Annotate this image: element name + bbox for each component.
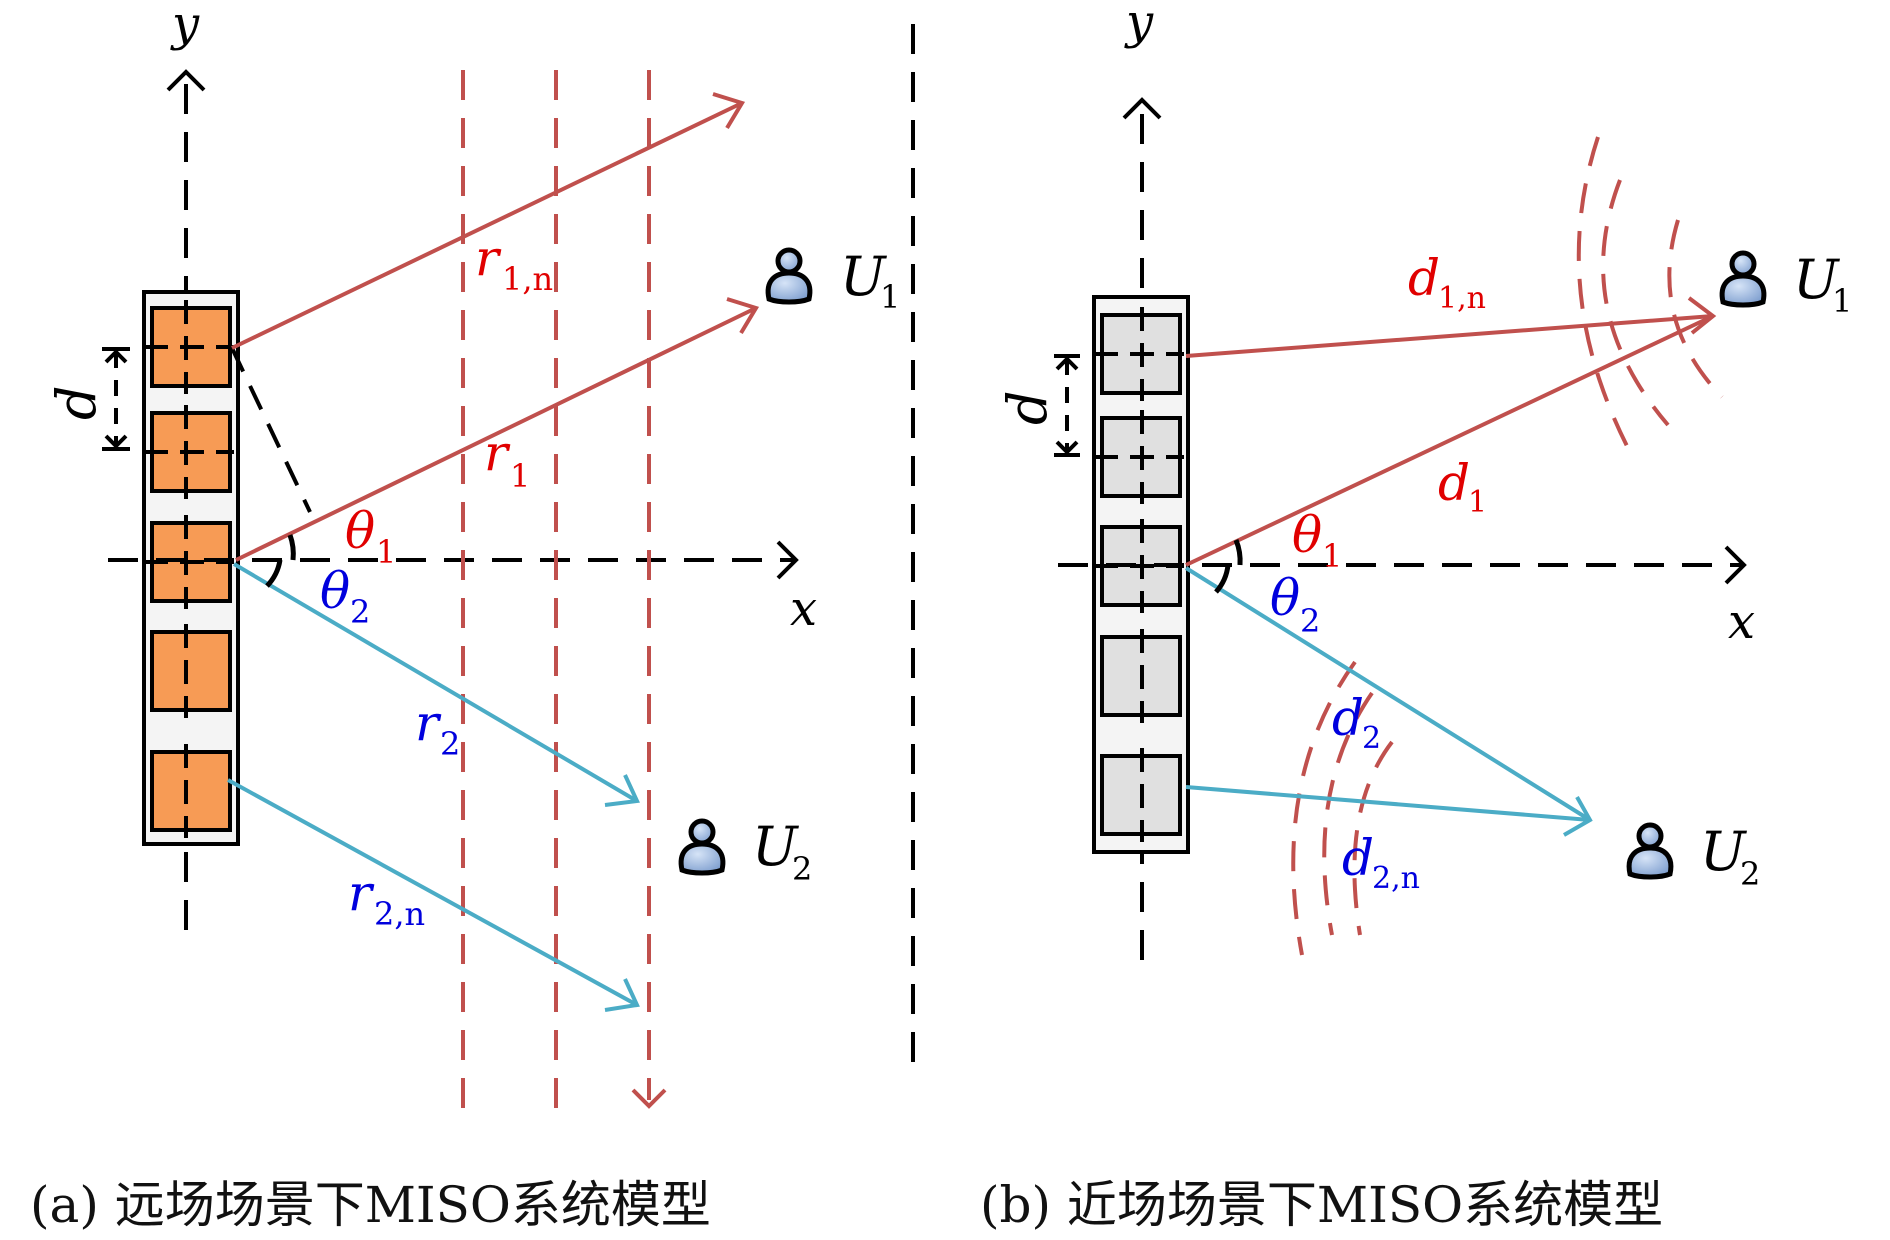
panel-a-r2n-label: r 2,n bbox=[348, 864, 425, 933]
panel-a-user1-icon bbox=[768, 250, 810, 302]
svg-text:d: d bbox=[1408, 249, 1440, 307]
svg-text:U: U bbox=[1700, 820, 1747, 883]
panel-a: y x bbox=[30, 0, 915, 1234]
panel-a-planar-wavefronts bbox=[461, 70, 667, 1109]
panel-b-caption: (b) 近场场景下MISO系统模型 bbox=[980, 1176, 1663, 1234]
svg-text:2: 2 bbox=[792, 850, 812, 888]
svg-text:U: U bbox=[840, 245, 887, 308]
svg-text:1: 1 bbox=[376, 533, 396, 571]
panel-b-spacing-marker bbox=[1054, 354, 1080, 457]
panel-a-theta1-label: θ 1 bbox=[345, 502, 396, 571]
svg-text:1,n: 1,n bbox=[1438, 281, 1486, 316]
panel-b: y x bbox=[980, 0, 1852, 1234]
panel-a-x-axis bbox=[108, 540, 799, 580]
panel-b-antenna-array bbox=[1092, 295, 1190, 854]
svg-text:2: 2 bbox=[1300, 602, 1320, 640]
svg-text:r: r bbox=[348, 864, 375, 922]
panel-b-d2-label: d 2 bbox=[1332, 689, 1381, 756]
svg-text:2: 2 bbox=[440, 725, 460, 763]
svg-text:1: 1 bbox=[510, 457, 530, 495]
panel-a-path-difference-line bbox=[230, 347, 312, 513]
panel-b-user2-icon bbox=[1629, 825, 1671, 877]
panel-b-ray-d1 bbox=[1185, 314, 1714, 567]
panel-b-y-label: y bbox=[1124, 0, 1154, 50]
panel-b-theta2-arc bbox=[1214, 564, 1231, 594]
panel-a-ray-r2 bbox=[232, 562, 640, 807]
panel-a-y-axis bbox=[166, 69, 206, 930]
panel-b-y-axis bbox=[1122, 97, 1162, 960]
svg-text:r: r bbox=[415, 694, 442, 752]
svg-text:r: r bbox=[475, 229, 502, 287]
panel-a-antenna-element bbox=[150, 630, 232, 712]
panel-b-x-label: x bbox=[1728, 594, 1755, 650]
panel-b-user1-label: U 1 bbox=[1793, 248, 1852, 320]
panel-b-d2n-label: d 2,n bbox=[1342, 829, 1420, 896]
panel-a-spacing-label: d bbox=[45, 385, 108, 420]
svg-text:1: 1 bbox=[1322, 537, 1342, 575]
panel-b-spacing-label: d bbox=[996, 390, 1059, 425]
panel-a-caption: (a) 远场场景下MISO系统模型 bbox=[30, 1176, 711, 1234]
panel-a-theta1-arc bbox=[287, 534, 296, 561]
svg-text:1: 1 bbox=[880, 278, 900, 316]
panel-b-ray-d2n bbox=[1185, 785, 1591, 822]
panel-a-user2-icon bbox=[681, 821, 723, 873]
panel-b-wavefronts-user1 bbox=[1576, 136, 1724, 449]
panel-a-r2-label: r 2 bbox=[415, 694, 460, 763]
svg-text:1: 1 bbox=[1832, 282, 1852, 320]
svg-text:d: d bbox=[1342, 829, 1374, 887]
svg-text:2: 2 bbox=[1740, 855, 1760, 893]
panel-b-user1-icon bbox=[1722, 253, 1764, 305]
panel-a-antenna-element bbox=[150, 750, 232, 832]
panel-a-ray-r1 bbox=[235, 297, 760, 562]
panel-a-user2-label: U 2 bbox=[752, 815, 812, 888]
panel-b-d1-label: d 1 bbox=[1438, 454, 1487, 520]
panel-a-x-label: x bbox=[790, 581, 817, 637]
panel-a-ray-r1n bbox=[231, 92, 746, 350]
svg-text:2: 2 bbox=[350, 593, 370, 631]
svg-text:2,n: 2,n bbox=[1372, 861, 1420, 896]
panel-a-user1-label: U 1 bbox=[840, 245, 900, 316]
panel-a-ray-r2n bbox=[227, 778, 640, 1012]
svg-text:2,n: 2,n bbox=[374, 895, 425, 933]
panel-b-x-axis bbox=[1058, 545, 1747, 585]
panel-b-user2-label: U 2 bbox=[1700, 820, 1760, 893]
panel-a-r1-label: r 1 bbox=[484, 424, 530, 495]
svg-text:d: d bbox=[1438, 454, 1470, 512]
svg-text:d: d bbox=[1332, 689, 1364, 747]
svg-text:U: U bbox=[1793, 248, 1840, 311]
panel-a-y-label: y bbox=[170, 0, 200, 52]
panel-b-ray-d2 bbox=[1184, 566, 1593, 837]
panel-b-theta1-arc bbox=[1233, 539, 1243, 566]
panel-b-theta2-label: θ 2 bbox=[1270, 569, 1320, 640]
panel-b-d1n-label: d 1,n bbox=[1408, 249, 1486, 316]
svg-text:θ: θ bbox=[1292, 506, 1322, 564]
panel-a-theta2-arc bbox=[265, 559, 283, 588]
svg-text:θ: θ bbox=[1270, 569, 1300, 627]
svg-text:r: r bbox=[484, 424, 511, 482]
svg-text:θ: θ bbox=[345, 502, 375, 560]
svg-text:2: 2 bbox=[1362, 721, 1381, 756]
svg-text:1: 1 bbox=[1468, 485, 1487, 520]
panel-a-antenna-array bbox=[142, 290, 240, 846]
svg-text:θ: θ bbox=[320, 562, 350, 620]
svg-text:U: U bbox=[752, 815, 799, 878]
panel-b-theta1-label: θ 1 bbox=[1292, 506, 1342, 575]
panel-a-theta2-label: θ 2 bbox=[320, 562, 370, 631]
panel-a-r1n-label: r 1,n bbox=[475, 229, 553, 298]
panel-a-spacing-marker bbox=[102, 347, 130, 451]
svg-text:1,n: 1,n bbox=[502, 260, 553, 298]
